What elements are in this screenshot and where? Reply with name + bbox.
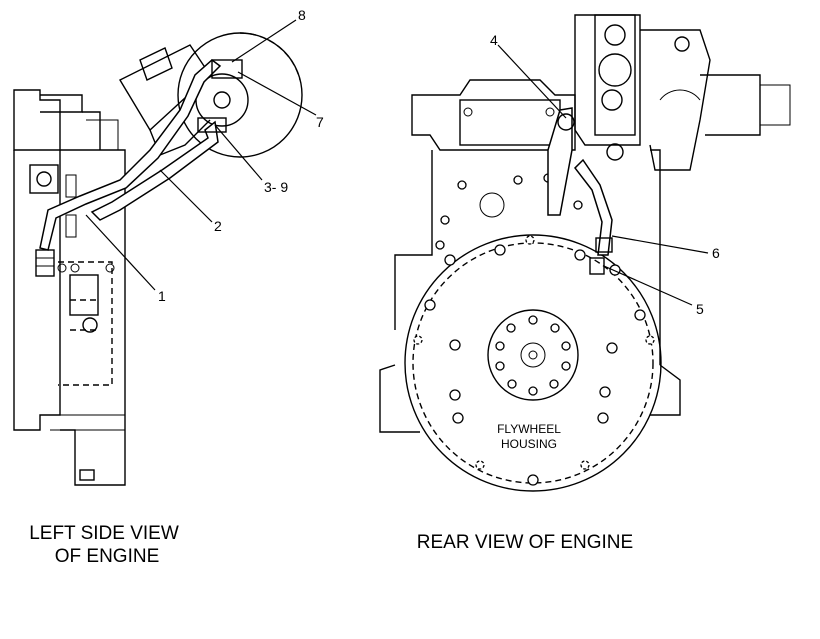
flywheel-label-line1: FLYWHEEL — [497, 422, 561, 436]
callout-3-9: 3- 9 — [264, 179, 288, 195]
callout-5: 5 — [696, 301, 704, 317]
callout-4: 4 — [490, 32, 498, 48]
rear-view — [379, 14, 791, 492]
callout-8: 8 — [298, 7, 306, 23]
leader-lines — [85, 19, 709, 306]
callout-7: 7 — [316, 114, 324, 130]
flywheel-housing-label: FLYWHEEL HOUSING — [497, 422, 561, 451]
rear-view-caption: REAR VIEW OF ENGINE — [417, 532, 633, 553]
left-view-caption-line1: LEFT SIDE VIEW — [29, 523, 179, 544]
callout-1: 1 — [158, 288, 166, 304]
callout-labels: 1 2 3- 9 7 8 4 6 5 — [158, 7, 720, 317]
left-view-caption-line2: OF ENGINE — [55, 546, 160, 567]
flywheel-label-line2: HOUSING — [501, 437, 557, 451]
view-captions: LEFT SIDE VIEW OF ENGINE REAR VIEW OF EN… — [29, 523, 633, 567]
callout-6: 6 — [712, 245, 720, 261]
left-side-view — [13, 32, 303, 486]
callout-2: 2 — [214, 218, 222, 234]
